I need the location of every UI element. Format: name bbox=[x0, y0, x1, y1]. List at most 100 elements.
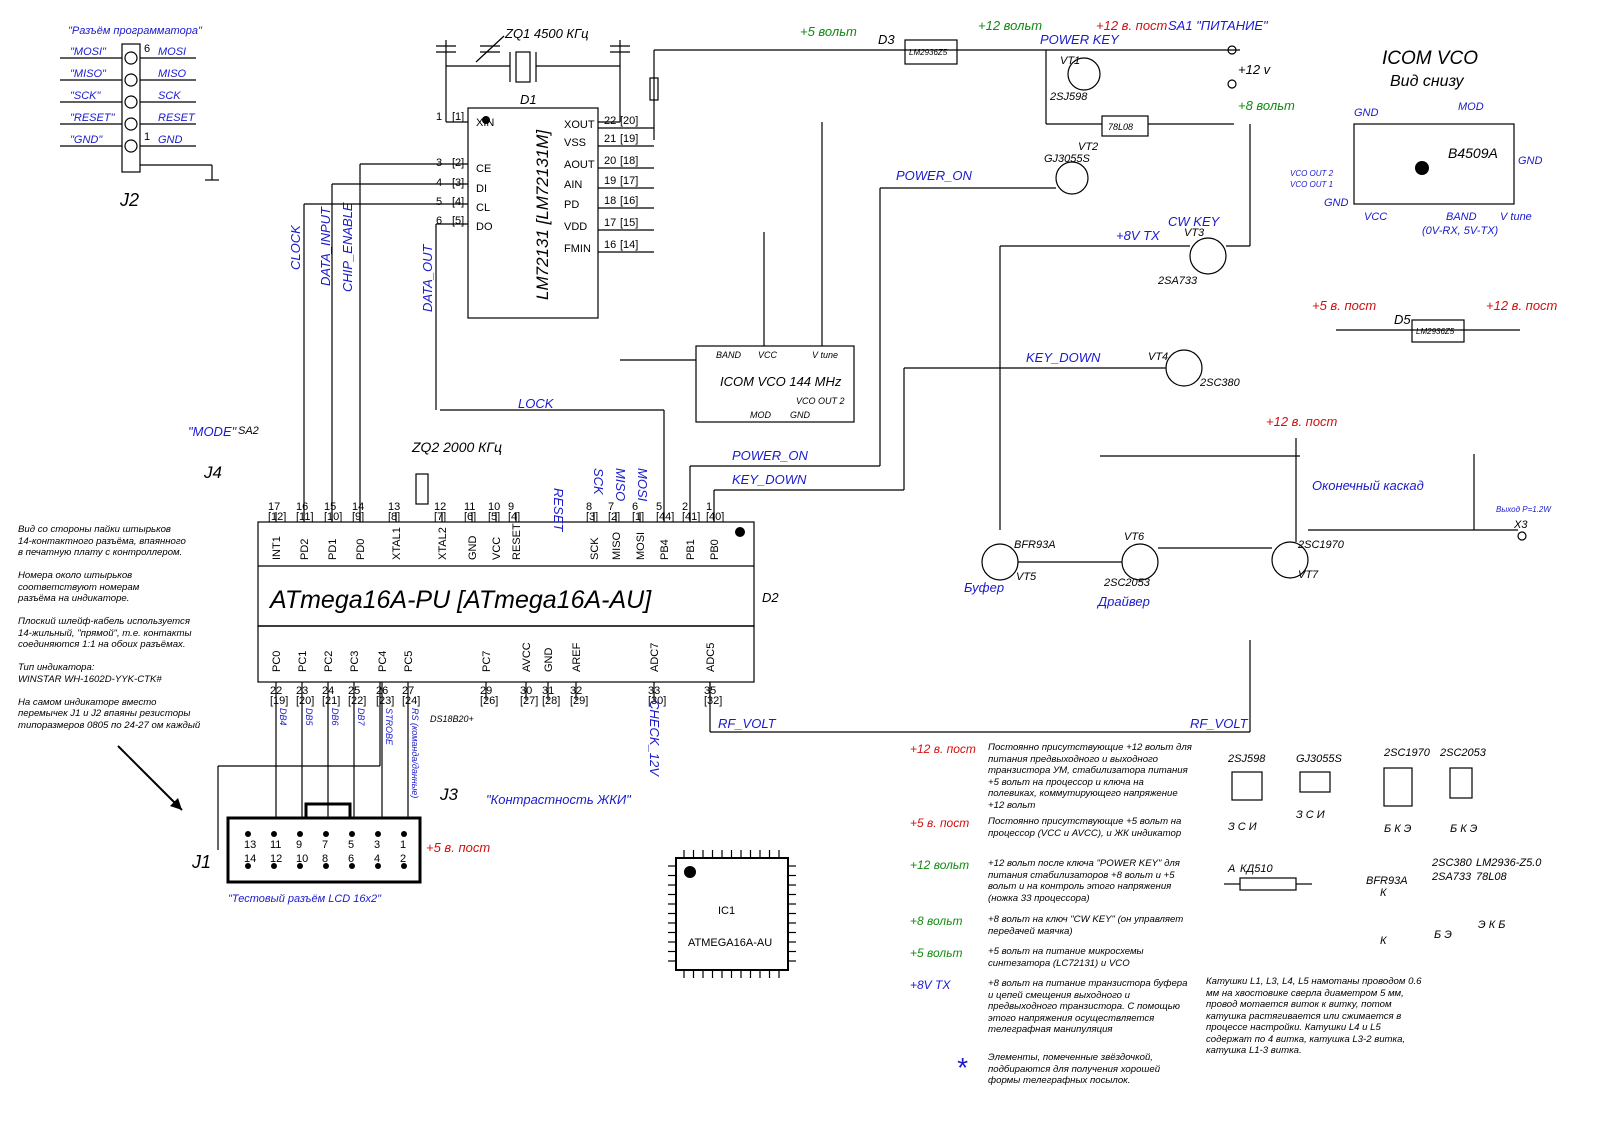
svg-text:+12 в. пост: +12 в. пост bbox=[1266, 414, 1338, 429]
net-reset: RESET bbox=[551, 488, 566, 532]
mcu-top-pin-num: 6 bbox=[632, 501, 638, 513]
vco-box-label: ICOM VCO 144 MHz bbox=[720, 374, 842, 389]
j2-pin-left-label: "MISO" bbox=[70, 68, 107, 80]
vt2-transistor bbox=[1055, 161, 1089, 195]
pinout-pin-labels: К bbox=[1380, 887, 1387, 899]
pinout-pin-labels: З С И bbox=[1296, 809, 1325, 821]
mcu-bottom-pin-num: 31 bbox=[542, 685, 554, 697]
j3-label: J3 bbox=[439, 785, 459, 804]
j1-pin-number: 8 bbox=[322, 853, 328, 865]
vco-subtitle: Вид снизу bbox=[1390, 73, 1464, 90]
j1-pin-number: 13 bbox=[244, 839, 256, 851]
power-key-label: POWER KEY bbox=[1040, 32, 1120, 47]
svg-text:2SA733: 2SA733 bbox=[1157, 275, 1198, 287]
legend-label: +8V TX bbox=[910, 978, 951, 992]
mcu-bottom-pin-num: 33 bbox=[648, 685, 660, 697]
d1-pin-num: 21 bbox=[604, 133, 616, 145]
d1-pin-name: XOUT bbox=[564, 119, 595, 131]
d1-pin-name: FMIN bbox=[564, 243, 591, 255]
pinout-pin-labels: З С И bbox=[1228, 821, 1257, 833]
net-rf-volt-right: RF_VOLT bbox=[1190, 716, 1249, 731]
pinout-pin-labels: Б К Э bbox=[1450, 823, 1478, 835]
d1-pin-name: DI bbox=[476, 183, 487, 195]
buffer-label: Буфер bbox=[964, 580, 1004, 595]
mcu-top-pin-name: PB0 bbox=[709, 539, 721, 560]
legend-text: Постоянно присутствующие +5 вольт на про… bbox=[988, 816, 1182, 839]
mcu-bottom-pin-name: ADC5 bbox=[705, 643, 717, 672]
legend-text: Элементы, помеченные звёздочкой, подбира… bbox=[988, 1052, 1161, 1086]
programmer-title: "Разъём программатора" bbox=[68, 25, 203, 37]
mcu-top-pin-num: 9 bbox=[508, 501, 514, 513]
d1-pin-num: 3 bbox=[436, 157, 442, 169]
net-lock: LOCK bbox=[518, 396, 555, 411]
d1-pin-num: 22 bbox=[604, 115, 616, 127]
synthesizer-chip: D1 LM72131 [LM72131M] 1[1]XIN3[2]CE4[3]D… bbox=[436, 26, 654, 319]
net-key-down: KEY_DOWN bbox=[732, 472, 807, 487]
final-label: Оконечный каскад bbox=[1312, 478, 1424, 493]
d1-pin-alt: [15] bbox=[620, 217, 638, 229]
j2-pin-number: 6 bbox=[144, 43, 150, 55]
left-note-line: соответствуют номерам bbox=[18, 581, 140, 593]
j1-pin-number: 3 bbox=[374, 839, 380, 851]
mcu-top-pin-alt: [6] bbox=[464, 511, 476, 523]
j1-pin-number: 5 bbox=[348, 839, 354, 851]
d3-label: LM2936Z5 bbox=[909, 48, 948, 57]
mcu-bottom-pin-num: 22 bbox=[270, 685, 282, 697]
svg-text:+5 в. пост: +5 в. пост bbox=[1312, 298, 1376, 313]
programmer-connector: "Разъём программатора" "MOSI"MOSI6"MISO"… bbox=[60, 25, 219, 210]
net-clock: CLOCK bbox=[288, 224, 303, 270]
mcu-top-pin-name: MOSI bbox=[635, 532, 647, 560]
rf-chain: CW KEY +8V TX VT3 2SA733 KEY_DOWN VT4 2S… bbox=[904, 124, 1552, 609]
pinout-part-name: 2SC2053 bbox=[1439, 747, 1487, 759]
mcu-bottom-pin-name: PC2 bbox=[323, 651, 335, 672]
lcd-caption: "Тестовый разъём LCD 16x2" bbox=[228, 893, 382, 905]
mcu-top-pin-alt: [4] bbox=[508, 511, 520, 523]
pinout-part-name: GJ3055S bbox=[1296, 753, 1343, 765]
mcu-top-pin-num: 13 bbox=[388, 501, 400, 513]
mcu-bottom-pin-alt: [27] bbox=[520, 695, 538, 707]
svg-text:VT2: VT2 bbox=[1078, 141, 1098, 153]
svg-text:VT1: VT1 bbox=[1060, 55, 1080, 67]
mcu-top-pin-num: 11 bbox=[464, 501, 475, 513]
d1-pin-alt: [17] bbox=[620, 175, 638, 187]
mcu-top-pin-alt: [7] bbox=[434, 511, 446, 523]
mcu-bottom-pin-alt: [21] bbox=[322, 695, 340, 707]
mcu-top-pin-num: 8 bbox=[586, 501, 592, 513]
mcu-bottom-pin-name: ADC7 bbox=[649, 643, 661, 672]
d1-pin-alt: [16] bbox=[620, 195, 638, 207]
d5-regulator: LM2936Z5 D5 +5 в. пост +12 в. пост bbox=[1312, 298, 1558, 343]
vco-box bbox=[695, 345, 855, 423]
d1-pin-name: AOUT bbox=[564, 159, 595, 171]
plus12e-label-top: +12 в. пост bbox=[1096, 18, 1168, 33]
svg-text:2SC1970: 2SC1970 bbox=[1297, 539, 1345, 551]
mcu-top-pin-num: 5 bbox=[656, 501, 662, 513]
cw-key-label: CW KEY bbox=[1168, 214, 1221, 229]
pinout-pin-labels: Б Э bbox=[1434, 929, 1452, 941]
mcu-bottom-pin-alt: [29] bbox=[570, 695, 588, 707]
pinout-part-name: КД510 bbox=[1240, 863, 1273, 875]
d1-pin-name: CL bbox=[476, 202, 490, 214]
j2-pin-number: 1 bbox=[144, 131, 150, 143]
svg-text:VCC: VCC bbox=[758, 350, 778, 360]
mcu-top-pin-name: PB1 bbox=[685, 539, 697, 560]
svg-text:2SJ598: 2SJ598 bbox=[1049, 91, 1088, 103]
pinout-part-name: 2SC380 bbox=[1431, 857, 1473, 869]
d1-pin-num: 16 bbox=[604, 239, 616, 251]
power-rail: LM2936Z5 D3 +5 вольт +12 вольт +12 в. по… bbox=[649, 18, 1295, 466]
svg-text:GND: GND bbox=[1354, 107, 1379, 119]
mcu-bottom-pin-num: 32 bbox=[570, 685, 582, 697]
d1-pin-num: 6 bbox=[436, 215, 442, 227]
mcu-top-pin-num: 2 bbox=[682, 501, 688, 513]
j1-pin-number: 9 bbox=[296, 839, 302, 851]
pinout-part-name: 2SA733 bbox=[1431, 871, 1472, 883]
d1-pin-alt: [14] bbox=[620, 239, 638, 251]
mcu-bottom-pin-name: PC3 bbox=[349, 651, 361, 672]
mcu-top-pin-name: SCK bbox=[589, 537, 601, 560]
net-mosi: MOSI bbox=[635, 468, 650, 502]
mcu-top-pin-alt: [5] bbox=[488, 511, 500, 523]
mcu-top-pin-alt: [40] bbox=[706, 511, 724, 523]
plus8-label: +8 вольт bbox=[1238, 98, 1295, 113]
mcu-top-pin-name: PB4 bbox=[659, 539, 671, 560]
